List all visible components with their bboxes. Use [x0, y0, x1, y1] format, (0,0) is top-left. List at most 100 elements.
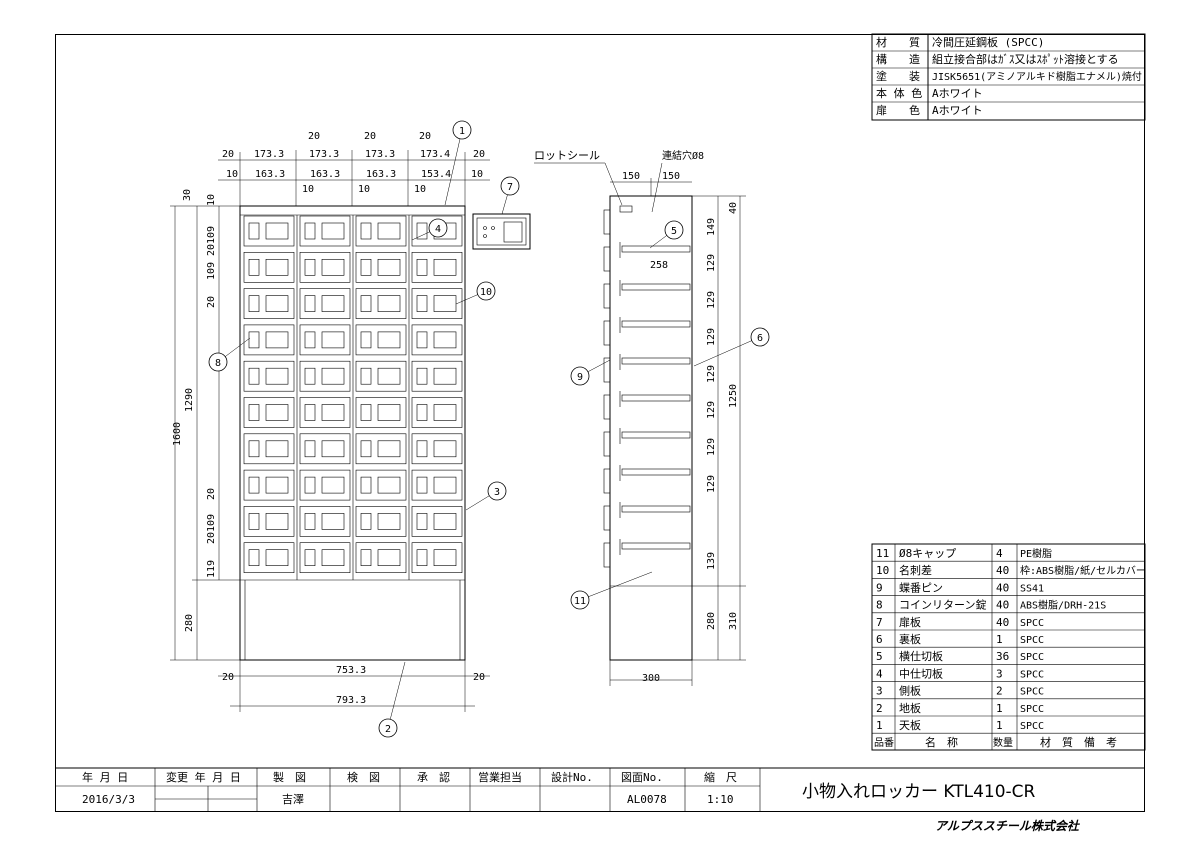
name-plate	[265, 404, 289, 421]
drawing-title: 小物入れロッカー KTL410-CR	[802, 782, 1036, 802]
name-plate	[433, 404, 457, 421]
locker-door	[411, 252, 463, 283]
dim-left: 119	[206, 560, 217, 578]
dim-side-bottom: 300	[642, 673, 660, 684]
date-label: 年 月 日	[82, 770, 128, 784]
coin-lock	[360, 513, 372, 530]
coin-lock	[304, 258, 316, 276]
parts-cell-qty: 1	[996, 702, 1003, 715]
shelf-plate	[621, 394, 691, 402]
scale-label: 縮 尺	[704, 770, 737, 784]
name-plate	[321, 476, 345, 494]
coin-lock	[304, 440, 316, 458]
dim-top-b: 163.3	[366, 169, 396, 180]
locker-door	[299, 252, 351, 283]
name-plate	[321, 258, 345, 276]
door-grid	[243, 215, 463, 580]
dim-side-right: 129	[706, 365, 717, 383]
spec-key: 扉 色	[876, 103, 920, 117]
name-plate	[321, 222, 345, 240]
locker-door	[243, 506, 295, 537]
shelf-plate	[621, 431, 691, 439]
door-edge	[603, 357, 611, 383]
design-no-label: 設計No.	[551, 770, 593, 784]
parts-cell-qty: 2	[996, 685, 1003, 698]
locker-door	[243, 215, 295, 247]
parts-cell-no: 5	[876, 650, 883, 663]
dim-top-b: 163.3	[310, 169, 340, 180]
parts-cell-qty: 40	[996, 581, 1009, 594]
front-outline	[239, 205, 466, 661]
coin-lock	[360, 258, 372, 276]
parts-cell-no: 11	[876, 547, 889, 560]
locker-door	[299, 288, 351, 319]
locker-door	[355, 469, 407, 501]
coin-lock	[248, 476, 260, 494]
dim-side-top: 150	[662, 171, 680, 182]
change-date-label: 変更 年 月 日	[166, 770, 241, 784]
callout-number: 6	[757, 333, 763, 344]
drawing-no-label: 図面No.	[621, 771, 663, 784]
parts-cell-name: 地板	[899, 701, 921, 715]
locker-door	[243, 324, 295, 356]
dim-top-b-sub: 10	[358, 184, 370, 195]
parts-header-no: 品番	[874, 737, 894, 749]
dim-top-b: 10	[471, 169, 483, 180]
coin-lock	[416, 367, 428, 385]
door-edge	[603, 320, 611, 346]
locker-door	[411, 397, 463, 428]
callout-bubble	[487, 481, 507, 501]
coin-lock	[360, 331, 372, 349]
drawn-label: 製 図	[273, 770, 306, 784]
door-edge	[603, 505, 611, 531]
callout-number: 5	[671, 226, 677, 237]
dim-side-right: 310	[728, 612, 739, 630]
dim-top-b: 163.3	[255, 169, 285, 180]
shelf-plate	[621, 283, 691, 291]
name-plate	[433, 367, 457, 385]
name-plate	[433, 513, 457, 530]
dim-side-right: 129	[706, 475, 717, 493]
coin-lock	[304, 367, 316, 385]
spec-table: 材 質 冷間圧延鋼板 (SPCC) 構 造 組立接合部はｶﾞｽ又はｽﾎﾟｯﾄ溶接…	[871, 33, 1146, 121]
parts-cell-name: 天板	[899, 718, 921, 732]
callout-number: 8	[215, 358, 221, 369]
door-edge	[603, 468, 611, 494]
locker-door	[355, 542, 407, 574]
name-plate	[265, 367, 289, 385]
locker-door	[299, 506, 351, 537]
parts-cell-no: 2	[876, 702, 883, 715]
coin-lock	[304, 513, 316, 530]
parts-cell-name: 蝶番ピン	[899, 580, 943, 594]
dim-left: 20	[206, 488, 217, 500]
coin-lock	[416, 549, 428, 567]
locker-door	[411, 506, 463, 537]
spec-value: Aホワイト	[932, 87, 983, 100]
name-plate	[377, 549, 401, 567]
name-plate	[377, 331, 401, 349]
parts-cell-mat: SPCC	[1020, 635, 1044, 646]
parts-cell-name: 横仕切板	[899, 649, 943, 663]
dim-side-right: 149	[706, 218, 717, 236]
locker-door	[411, 542, 463, 574]
locker-door	[243, 360, 295, 392]
dim-top-a: 20	[473, 149, 485, 160]
parts-cell-name: 扉板	[899, 615, 921, 629]
parts-cell-no: 9	[876, 581, 883, 594]
name-plate	[377, 258, 401, 276]
name-plate	[433, 331, 457, 349]
connect-hole-label: 連結穴Ø8	[662, 149, 704, 162]
locker-door	[243, 469, 295, 501]
locker-door	[411, 324, 463, 356]
coin-lock	[360, 222, 372, 240]
callout-bubble	[476, 281, 496, 301]
spec-value: 冷間圧延鋼板 (SPCC)	[932, 35, 1044, 49]
dim-side-right: 129	[706, 401, 717, 419]
coin-lock	[416, 440, 428, 458]
name-plate	[377, 295, 401, 312]
dim-top-gap: 20	[419, 131, 431, 142]
coin-lock	[248, 440, 260, 458]
parts-cell-qty: 40	[996, 599, 1009, 612]
dim-top-b-sub: 10	[302, 184, 314, 195]
